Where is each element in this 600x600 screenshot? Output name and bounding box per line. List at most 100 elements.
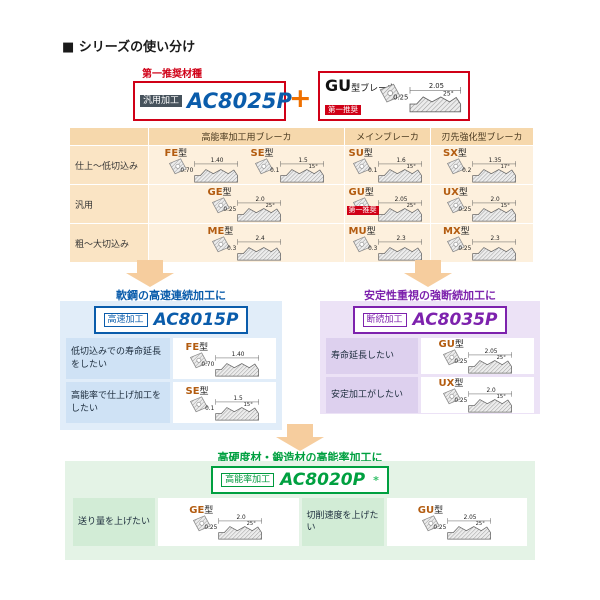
table-corner-cell <box>70 128 148 145</box>
grade-ac8025p: AC8025P <box>187 89 292 113</box>
need-text-low-doc-life: 低切込みでの寿命延長をしたい <box>66 338 170 379</box>
svg-text:25°: 25° <box>406 203 416 209</box>
svg-text:25°: 25° <box>496 355 506 361</box>
plus-sign: + <box>289 83 312 114</box>
svg-text:0.25: 0.25 <box>433 525 446 531</box>
first-recommend-label: 第一推奨材種 <box>142 69 202 80</box>
svg-text:2.3: 2.3 <box>396 236 406 242</box>
svg-text:0.25: 0.25 <box>458 246 471 252</box>
general-machining-tag: 汎用加工 <box>140 94 183 108</box>
arrow-stem <box>415 260 441 273</box>
right-panel-title: 安定性重視の強断続加工に <box>364 289 496 302</box>
arrow-stem <box>137 260 163 273</box>
col-header-main-breaker: メインブレーカ <box>345 128 430 145</box>
flow-arrow-right <box>404 260 452 287</box>
svg-text:1.5: 1.5 <box>298 158 308 164</box>
high-efficiency-tag: 高能率加工 <box>221 472 275 488</box>
first-recommend-badge: 第一推奨 <box>325 104 361 115</box>
ac8020p-header: 高能率加工 AC8020P * <box>211 466 389 494</box>
breaker-table: 高能率加工用ブレーカ メインブレーカ 刃先強化型ブレーカ 仕上〜低切込み FE型… <box>70 128 533 262</box>
svg-text:2.3: 2.3 <box>490 236 500 242</box>
svg-text:17°: 17° <box>501 164 511 170</box>
col-header-high-efficiency: 高能率加工用ブレーカ <box>149 128 344 145</box>
svg-text:1.40: 1.40 <box>210 158 223 164</box>
svg-text:25°: 25° <box>265 203 275 209</box>
need-text-efficient-finishing: 高能率で仕上げ加工をしたい <box>66 382 170 423</box>
svg-text:15°: 15° <box>501 203 511 209</box>
svg-text:2.05: 2.05 <box>484 349 497 355</box>
sparkle-icon: * <box>373 473 379 487</box>
svg-text:0.1: 0.1 <box>368 168 378 174</box>
svg-text:0.2: 0.2 <box>462 168 472 174</box>
arrow-head <box>126 273 174 287</box>
arrow-head <box>404 273 452 287</box>
grade-ac8020p: AC8020P <box>280 470 366 490</box>
flow-arrow-bottom <box>276 424 324 451</box>
svg-text:2.4: 2.4 <box>255 236 265 242</box>
arrow-head <box>276 437 324 451</box>
svg-text:2.0: 2.0 <box>490 197 500 203</box>
ac8015p-header: 高速加工 AC8015P <box>93 306 249 334</box>
svg-text:0.25: 0.25 <box>205 525 218 531</box>
need-text-increase-feed: 送り量を上げたい <box>73 498 155 546</box>
flow-arrow-left <box>126 260 174 287</box>
page-title: ■ シリーズの使い分け <box>62 40 196 55</box>
svg-text:1.40: 1.40 <box>231 352 244 358</box>
svg-text:0.1: 0.1 <box>270 168 280 174</box>
grade-ac8015p: AC8015P <box>153 310 239 330</box>
svg-text:0.3: 0.3 <box>368 246 378 252</box>
svg-text:0.70: 0.70 <box>180 168 193 174</box>
need-text-stable-machining: 安定加工がしたい <box>326 377 418 413</box>
svg-text:15°: 15° <box>243 402 253 408</box>
ac8035p-header: 断続加工 AC8035P <box>352 306 508 334</box>
svg-text:0.25: 0.25 <box>454 398 467 404</box>
svg-text:2.05: 2.05 <box>429 82 444 90</box>
arrow-stem <box>287 424 313 437</box>
col-header-edge-strengthened: 刃先強化型ブレーカ <box>431 128 533 145</box>
svg-text:15°: 15° <box>406 164 416 170</box>
svg-text:0.25: 0.25 <box>393 94 408 102</box>
svg-text:2.05: 2.05 <box>463 515 476 521</box>
svg-text:2.05: 2.05 <box>394 197 407 203</box>
svg-text:0.25: 0.25 <box>454 359 467 365</box>
bottom-panel-title: 高硬度材・鍛造材の高能率加工に <box>217 451 383 464</box>
row-label-roughing: 粗〜大切込み <box>70 224 148 262</box>
interrupted-cut-tag: 断続加工 <box>362 312 407 328</box>
svg-text:2.0: 2.0 <box>255 197 265 203</box>
svg-text:1.35: 1.35 <box>489 158 502 164</box>
high-speed-tag: 高速加工 <box>103 312 148 328</box>
svg-text:2.0: 2.0 <box>486 388 496 394</box>
need-text-long-life: 寿命延長したい <box>326 338 418 374</box>
svg-text:0.70: 0.70 <box>201 361 214 367</box>
need-text-increase-speed: 切削速度を上げたい <box>301 498 384 546</box>
